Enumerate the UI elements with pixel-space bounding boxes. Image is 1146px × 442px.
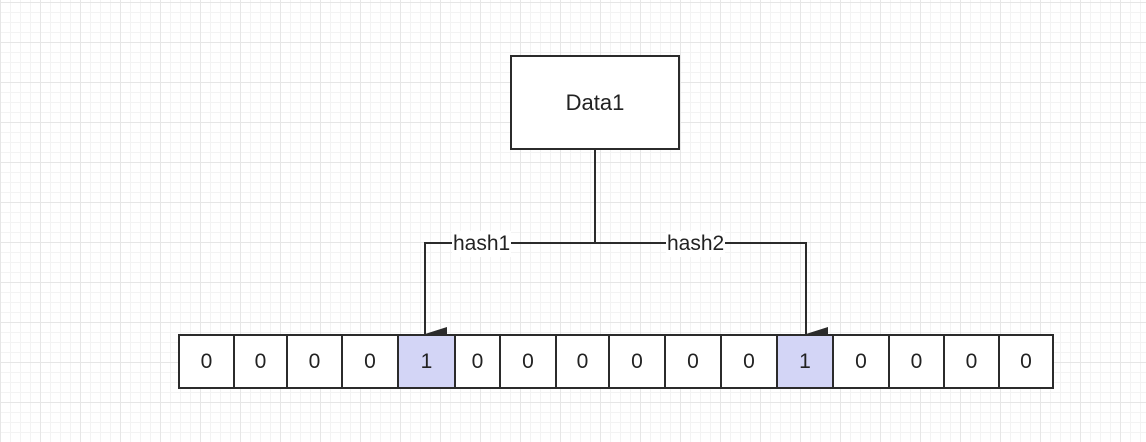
bit-cell: 0 xyxy=(998,334,1054,389)
bit-cell: 0 xyxy=(943,334,1000,389)
hash2-label: hash2 xyxy=(666,231,726,257)
bit-value: 0 xyxy=(743,349,755,373)
bit-cell: 0 xyxy=(341,334,399,389)
bit-value: 0 xyxy=(254,349,267,373)
bit-value: 0 xyxy=(1020,349,1032,373)
bit-value: 0 xyxy=(308,349,321,373)
bit-value: 1 xyxy=(420,349,433,373)
bit-cell: 1 xyxy=(776,334,834,389)
bit-cell: 0 xyxy=(720,334,778,389)
bit-value: 0 xyxy=(910,349,923,373)
bit-cell: 0 xyxy=(286,334,343,389)
bit-cell: 0 xyxy=(454,334,501,389)
bit-value: 1 xyxy=(799,349,811,373)
hash1-label: hash1 xyxy=(452,231,512,257)
bit-cell: 0 xyxy=(555,334,610,389)
bit-cell: 0 xyxy=(608,334,666,389)
data-node: Data1 xyxy=(510,55,680,150)
bit-cell: 0 xyxy=(664,334,722,389)
data-node-label: Data1 xyxy=(565,89,625,115)
bit-cell: 0 xyxy=(178,334,235,389)
bit-value: 0 xyxy=(200,349,213,373)
bit-value: 0 xyxy=(631,349,643,373)
bit-value: 0 xyxy=(576,349,589,373)
bit-value: 0 xyxy=(965,349,978,373)
bit-cell: 1 xyxy=(397,334,456,389)
bit-cell: 0 xyxy=(233,334,288,389)
bit-value: 0 xyxy=(855,349,867,373)
bit-value: 0 xyxy=(687,349,699,373)
bit-value: 0 xyxy=(471,349,484,373)
bit-cell: 0 xyxy=(499,334,557,389)
bit-cell: 0 xyxy=(832,334,890,389)
bit-value: 0 xyxy=(364,349,376,373)
bit-cell: 0 xyxy=(888,334,945,389)
bit-value: 0 xyxy=(522,349,534,373)
